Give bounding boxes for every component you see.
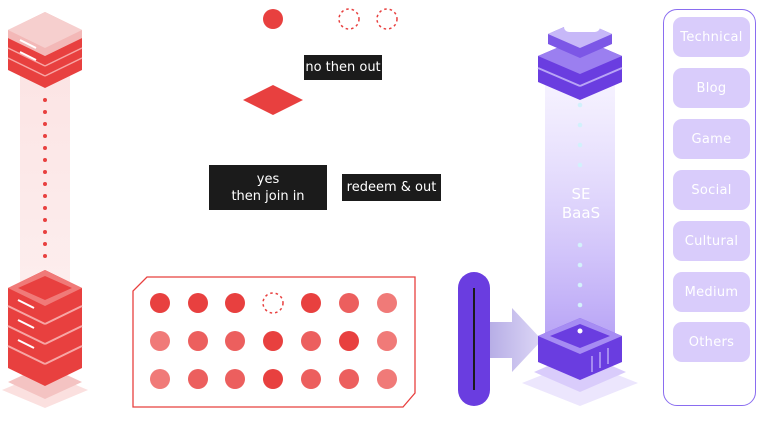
top-indicator-dots (263, 8, 398, 30)
dotted-connector (43, 98, 47, 258)
category-panel: Technical Blog Game Social Cultural Medi… (663, 9, 756, 406)
category-blog[interactable]: Blog (673, 68, 750, 108)
category-cultural[interactable]: Cultural (673, 221, 750, 261)
yes-join-label: yes then join in (209, 165, 327, 210)
no-then-out-text: no then out (305, 60, 381, 75)
server-stack-icon (522, 318, 638, 406)
category-social[interactable]: Social (673, 170, 750, 210)
dotted-connector (577, 102, 583, 308)
category-others[interactable]: Others (673, 322, 750, 362)
arrow-right-icon (490, 308, 542, 372)
category-technical[interactable]: Technical (673, 17, 750, 57)
join-in-text: then join in (231, 188, 305, 204)
category-medium[interactable]: Medium (673, 272, 750, 312)
se-baas-label: SE BaaS (543, 185, 619, 223)
no-then-out-label: no then out (304, 55, 382, 80)
category-game[interactable]: Game (673, 119, 750, 159)
redeem-out-text: redeem & out (346, 180, 437, 195)
filled-dot (263, 9, 283, 29)
decision-diamond-icon (243, 85, 303, 115)
baas-text: BaaS (561, 204, 601, 222)
dots-panel (132, 276, 416, 408)
redeem-out-label: redeem & out (342, 174, 441, 201)
left-chain-column (2, 12, 88, 408)
empty-dot (376, 8, 398, 30)
yes-text: yes (256, 171, 280, 187)
server-stack-icon (2, 270, 88, 408)
server-stack-icon (7, 12, 83, 88)
gate-pillar (458, 272, 490, 406)
se-text: SE (571, 185, 591, 203)
cloud-icon (564, 6, 601, 32)
se-baas-column (522, 6, 638, 406)
empty-dot (338, 8, 360, 30)
dot-grid (150, 292, 397, 389)
